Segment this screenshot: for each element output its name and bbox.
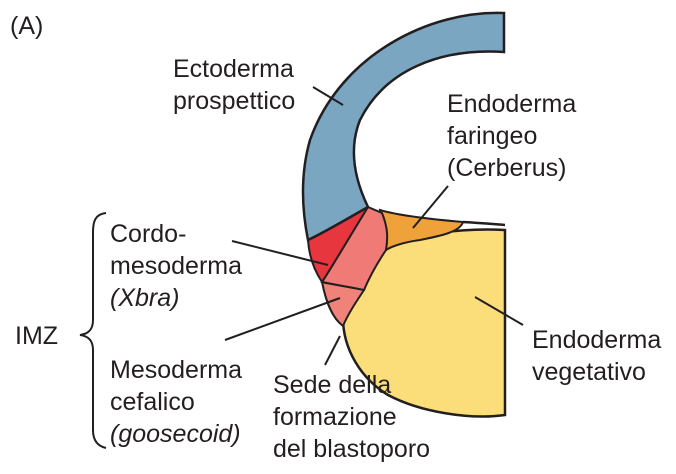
chordamesoderm-label-line3: (Xbra) [110, 284, 179, 312]
pharyngeal-endoderm-label-line2: faringeo [447, 122, 537, 150]
ectoderm-label-line1: Ectoderma [173, 55, 294, 83]
blastopore-label-line2: formazione [273, 403, 397, 431]
imz-bracket [80, 213, 106, 448]
section-edge [463, 222, 505, 225]
blastopore-label-line3: del blastoporo [273, 435, 430, 463]
panel-label: (A) [10, 12, 43, 40]
pharyngeal-endoderm-label-line1: Endoderma [447, 90, 576, 118]
blastopore-label-line1: Sede della [273, 371, 391, 399]
head-mesoderm-label-line1: Mesoderma [110, 356, 242, 384]
head-mesoderm-label-line3: (goosecoid) [110, 420, 241, 448]
leader-head-mesoderm [225, 298, 340, 340]
vegetal-endoderm-label-line2: vegetativo [532, 358, 646, 386]
leader-blastopore [325, 336, 340, 365]
chordamesoderm-label-line2: mesoderma [110, 252, 242, 280]
pharyngeal-endoderm-label-line3: (Cerberus) [447, 154, 566, 182]
chordamesoderm-label-line1: Cordo- [110, 220, 186, 248]
head-mesoderm-label-line2: cefalico [110, 388, 195, 416]
imz-label: IMZ [15, 322, 58, 350]
vegetal-endoderm-label-line1: Endoderma [532, 326, 661, 354]
ectoderm-label-line2: prospettico [173, 87, 295, 115]
